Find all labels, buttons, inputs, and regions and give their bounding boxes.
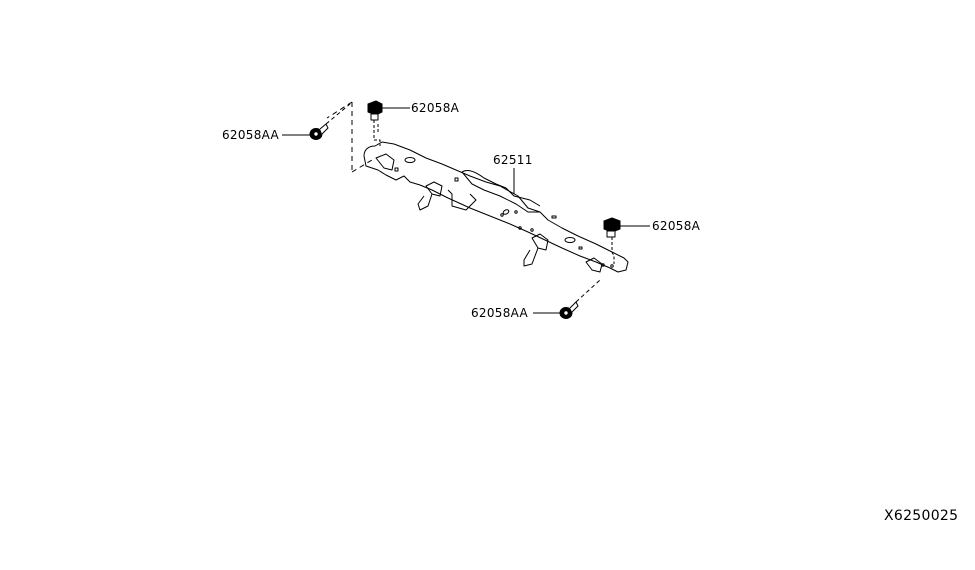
mounting-outline <box>326 101 373 173</box>
bolt-62058A-top-right <box>603 217 650 264</box>
diagram-code: X6250025 <box>884 508 959 524</box>
part-label-62058A-top-left: 62058A <box>411 101 460 115</box>
part-label-62511: 62511 <box>493 153 533 167</box>
radiator-core-support-member <box>363 141 629 273</box>
bolt-62058AA-left <box>282 103 351 140</box>
bolt-62058A-top-left <box>367 100 410 146</box>
part-label-62058AA-left: 62058AA <box>222 128 280 142</box>
part-label-62058A-top-right: 62058A <box>652 219 701 233</box>
part-label-62058AA-bottom-right: 62058AA <box>471 306 529 320</box>
bolt-62058AA-bottom-right <box>533 279 601 319</box>
